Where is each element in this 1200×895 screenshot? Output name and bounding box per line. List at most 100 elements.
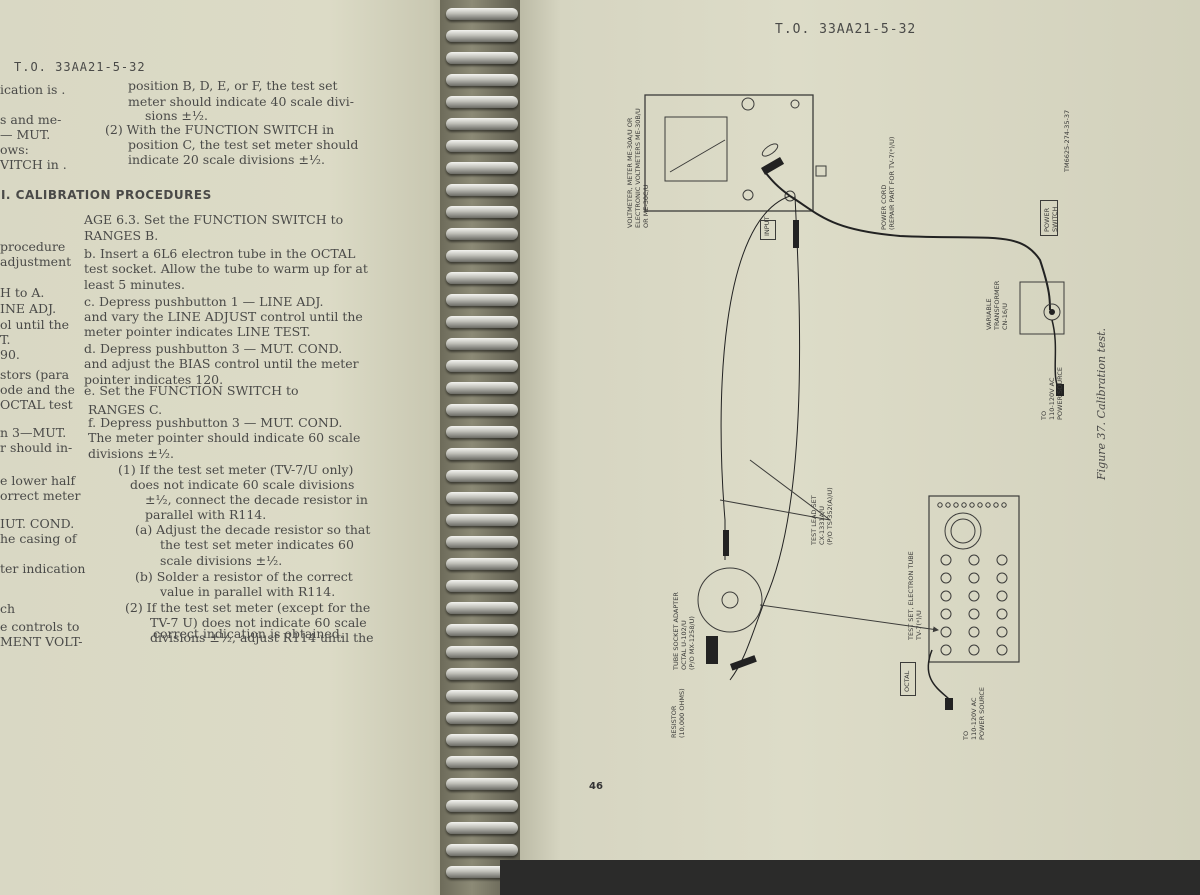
body-text-line: (b) Solder a resistor of the correct — [135, 569, 353, 584]
test-set-dot — [1001, 502, 1007, 508]
spiral-coil — [446, 756, 518, 768]
body-text-line: meter pointer indicates LINE TEST. — [84, 324, 311, 339]
spiral-coil — [446, 448, 518, 460]
spiral-coil — [446, 8, 518, 20]
left-fragment-line: e lower half — [0, 473, 76, 488]
left-fragment-line: MENT VOLT- — [0, 634, 83, 649]
spiral-coil — [446, 250, 518, 262]
spiral-coil — [446, 668, 518, 680]
body-text-line: test socket. Allow the tube to warm up f… — [84, 261, 368, 276]
left-fragment-line: orrect meter — [0, 488, 81, 503]
test-set-knob — [996, 554, 1008, 566]
spiral-coil — [446, 294, 518, 306]
voltmeter-needle — [669, 139, 726, 173]
body-text-line: does not indicate 60 scale divisions — [130, 477, 355, 492]
spiral-coil — [446, 74, 518, 86]
left-fragment-line: ter indication — [0, 561, 86, 576]
test-set-dot — [969, 502, 975, 508]
section-heading: II. CALIBRATION PROCEDURES — [0, 188, 212, 202]
voltmeter-switch — [761, 143, 779, 157]
body-text-line: scale divisions ±½. — [160, 553, 283, 568]
calibration-diagram — [644, 94, 1065, 710]
spiral-coil — [446, 272, 518, 284]
body-text-line: b. Insert a 6L6 electron tube in the OCT… — [84, 246, 356, 261]
left-fragment-line: he casing of — [0, 531, 77, 546]
power-switch-box — [1040, 200, 1058, 236]
left-fragment-line: ol until the — [0, 317, 70, 332]
test-set-dot — [945, 502, 951, 508]
body-text-line: f. Depress pushbutton 3 — MUT. COND. — [88, 415, 343, 430]
left-fragment-line: OCTAL test — [0, 397, 73, 412]
body-text-line: value in parallel with R114. — [160, 584, 336, 599]
voltmeter-knob — [741, 97, 755, 111]
test-set-knob — [968, 572, 980, 584]
body-text-line: (2) If the test set meter (except for th… — [125, 600, 371, 615]
page-shadow — [500, 860, 1200, 895]
spiral-coil — [446, 118, 518, 130]
body-text-line: RANGES C. — [88, 402, 163, 417]
test-lead-wire-2 — [729, 195, 801, 681]
test-set-knob — [940, 626, 952, 638]
test-set-dot — [937, 502, 943, 508]
left-fragment-line: T. — [0, 332, 11, 347]
spiral-coil — [446, 360, 518, 372]
figure-caption: Figure 37. Calibration test. — [1095, 327, 1108, 480]
test-set-knob — [940, 554, 952, 566]
spiral-coil — [446, 470, 518, 482]
body-text-line: (1) If the test set meter (TV-7/U only) — [118, 462, 354, 477]
body-text-line: (a) Adjust the decade resistor so that — [135, 522, 371, 537]
body-text-line: AGE 6.3. Set the FUNCTION SWITCH to — [84, 212, 344, 227]
test-lead-wire-1 — [720, 195, 791, 560]
body-text-line: c. Depress pushbutton 1 — LINE ADJ. — [84, 294, 324, 309]
test-set-box — [928, 495, 1020, 663]
spiral-coil — [446, 52, 518, 64]
left-fragment-line: VITCH in . — [0, 157, 67, 172]
test-set-knob — [996, 626, 1008, 638]
lead-wire — [764, 171, 791, 197]
left-page-header: T.O. 33AA21-5-32 — [14, 60, 146, 74]
voltmeter-dial — [664, 116, 728, 182]
left-fragment-line: H to A. — [0, 285, 45, 300]
body-text-line: and adjust the BIAS control until the me… — [84, 356, 359, 371]
transformer-box — [1019, 281, 1065, 335]
spiral-coil — [446, 140, 518, 152]
body-text-line: position C, the test set meter should — [128, 137, 359, 152]
page-number: 46 — [589, 781, 603, 792]
spiral-coil — [446, 426, 518, 438]
test-set-knob — [996, 572, 1008, 584]
body-text-line: indicate 20 scale divisions ±½. — [128, 152, 326, 167]
test-set-dot — [977, 502, 983, 508]
resistor-body — [706, 636, 718, 664]
test-set-knob — [996, 608, 1008, 620]
left-fragment-line: ch — [0, 601, 16, 616]
right-page: T.O. 33AA21-5-32 — [520, 0, 1200, 895]
left-fragment-line: — MUT. — [0, 127, 51, 142]
left-page: T.O. 33AA21-5-32 ication is .s and me-— … — [0, 0, 470, 895]
left-fragment-line: r should in- — [0, 440, 73, 455]
octal-box — [900, 662, 916, 696]
body-text-line: and vary the LINE ADJUST control until t… — [84, 309, 363, 324]
left-fragment-line: ode and the — [0, 382, 75, 397]
spiral-coil — [446, 536, 518, 548]
test-set-knob — [968, 608, 980, 620]
spiral-coil — [446, 382, 518, 394]
body-text-line: sions ±½. — [145, 108, 208, 123]
test-set-knob — [940, 608, 952, 620]
test-set-knob — [968, 554, 980, 566]
input-label: INPUT — [763, 216, 771, 236]
spiral-coil — [446, 404, 518, 416]
body-text-line: divisions ±½. — [88, 446, 174, 461]
left-fragment-line: e controls to — [0, 619, 80, 634]
test-set-dot — [993, 502, 999, 508]
left-fragment-line: ows: — [0, 142, 29, 157]
left-fragment-line: n 3—MUT. — [0, 425, 67, 440]
probe-clip — [761, 157, 785, 175]
spiral-coil — [446, 580, 518, 592]
left-fragment-line: procedure — [0, 239, 66, 254]
spiral-coil — [446, 624, 518, 636]
